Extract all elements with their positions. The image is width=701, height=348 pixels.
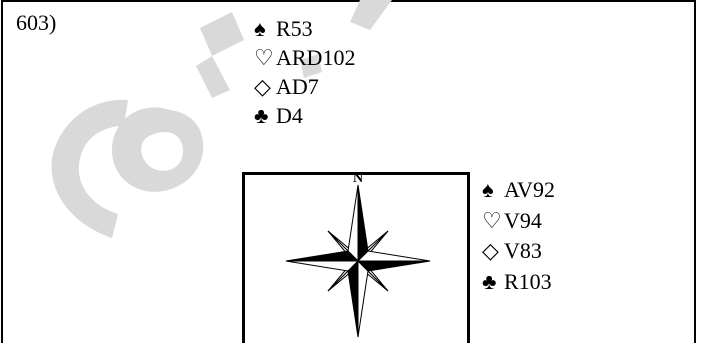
spade-icon: ♠ bbox=[254, 16, 266, 41]
east-diamonds-row: ◇V83 bbox=[482, 236, 555, 267]
compass-box bbox=[242, 172, 470, 343]
east-clubs-row: ♣ R103 bbox=[482, 267, 555, 298]
east-spades: AV92 bbox=[504, 177, 555, 202]
north-clubs-row: ♣ D4 bbox=[254, 101, 355, 130]
diamond-icon: ◇ bbox=[254, 74, 271, 99]
north-hearts: ARD102 bbox=[276, 45, 356, 70]
east-hearts-row: ♡V94 bbox=[482, 206, 555, 237]
east-hearts: V94 bbox=[504, 207, 542, 233]
north-hand: ♠ R53 ♡ARD102 ◇AD7 ♣ D4 bbox=[254, 14, 355, 130]
north-diamonds-row: ◇AD7 bbox=[254, 72, 355, 101]
heart-icon: ♡ bbox=[482, 207, 502, 233]
spade-icon: ♠ bbox=[482, 177, 494, 202]
east-diamonds: V83 bbox=[504, 238, 542, 263]
deal-number: 603) bbox=[16, 10, 57, 35]
east-clubs: R103 bbox=[504, 268, 552, 294]
north-spades: R53 bbox=[276, 16, 313, 41]
diamond-icon: ◇ bbox=[482, 238, 499, 263]
north-diamonds: AD7 bbox=[276, 74, 319, 99]
north-clubs: D4 bbox=[276, 103, 303, 128]
club-icon: ♣ bbox=[482, 268, 497, 294]
east-spades-row: ♠ AV92 bbox=[482, 175, 555, 206]
north-spades-row: ♠ R53 bbox=[254, 14, 355, 43]
north-hearts-row: ♡ARD102 bbox=[254, 43, 355, 72]
compass-north-label: N bbox=[353, 171, 364, 186]
east-hand: ♠ AV92 ♡V94 ◇V83 ♣ R103 bbox=[482, 175, 555, 297]
compass-rose-icon bbox=[285, 184, 431, 338]
deal-frame bbox=[1, 0, 696, 343]
club-icon: ♣ bbox=[254, 103, 269, 128]
heart-icon: ♡ bbox=[254, 45, 274, 70]
